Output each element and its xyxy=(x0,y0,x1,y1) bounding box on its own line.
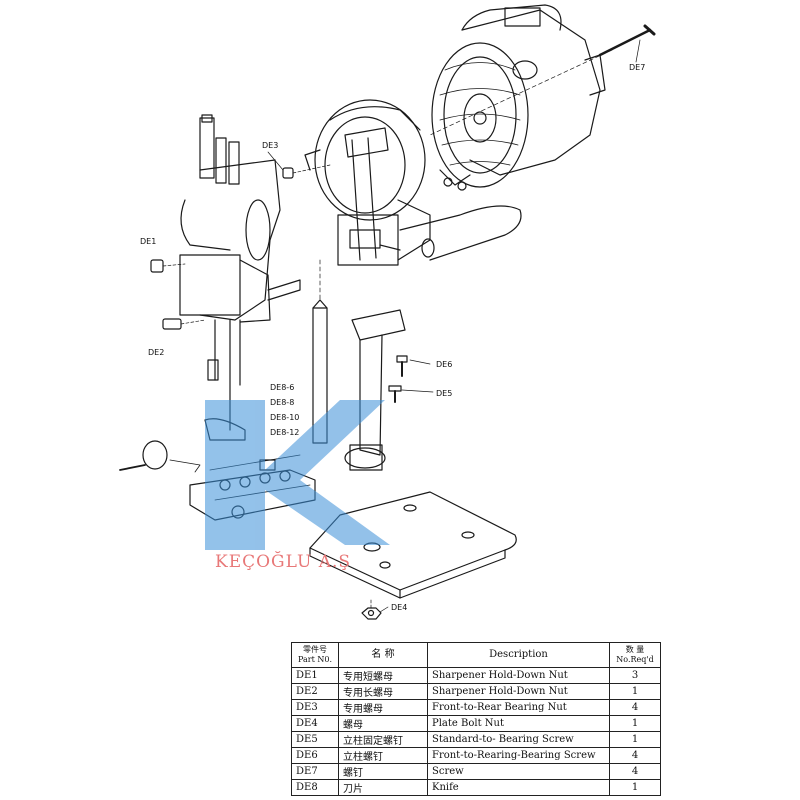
de5-screw xyxy=(388,385,402,403)
watermark-text: KEÇOĞLU A.Ş xyxy=(215,551,351,572)
upright-column xyxy=(179,114,301,431)
parts-table: 零件号 Part N0. 名 称 Description 数 量 No.Req'… xyxy=(291,642,661,796)
header-description: Description xyxy=(427,642,610,668)
callout-de4: DE4 xyxy=(391,603,407,612)
callout-de1: DE1 xyxy=(140,237,156,246)
exploded-view-diagram: DE3 DE1 DE2 DE7 DE6 DE5 DE4 DE8-6 DE8-8 … xyxy=(119,4,656,620)
table-row: DE4 螺母 Plate Bolt Nut 1 xyxy=(291,715,661,732)
callout-de8-12: DE8-12 xyxy=(270,428,299,437)
table-row: DE6 立柱螺钉 Front-to-Rearing-Bearing Screw … xyxy=(291,747,661,764)
table-row: DE7 螺钉 Screw 4 xyxy=(291,763,661,780)
de6-screw xyxy=(396,355,408,377)
bearing-housing xyxy=(304,99,522,266)
leader-lines xyxy=(267,39,641,613)
table-row: DE2 专用长螺母 Sharpener Hold-Down Nut 1 xyxy=(291,683,661,700)
de3-nut xyxy=(282,164,331,179)
de4-nut xyxy=(361,599,382,620)
callout-de6: DE6 xyxy=(436,360,452,369)
standard-column xyxy=(344,309,406,471)
header-part-no: 零件号 Part N0. xyxy=(291,642,339,668)
base-plate xyxy=(309,491,517,599)
table-header-row: 零件号 Part N0. 名 称 Description 数 量 No.Req'… xyxy=(291,642,661,668)
motor xyxy=(431,4,606,191)
table-row: DE3 专用螺母 Front-to-Rear Bearing Nut 4 xyxy=(291,699,661,716)
header-name: 名 称 xyxy=(338,642,428,668)
callout-de3: DE3 xyxy=(262,141,278,150)
table-row: DE5 立柱固定螺钉 Standard-to- Bearing Screw 1 xyxy=(291,731,661,748)
header-qty: 数 量 No.Req'd xyxy=(609,642,661,668)
watermark-logo xyxy=(205,400,390,550)
callout-de7: DE7 xyxy=(629,63,645,72)
de1-nut xyxy=(150,259,186,273)
table-row: DE8 刀片 Knife 1 xyxy=(291,779,661,796)
callout-de8-8: DE8-8 xyxy=(270,398,294,407)
de7-screw xyxy=(429,24,656,136)
table-row: DE1 专用短螺母 Sharpener Hold-Down Nut 3 xyxy=(291,667,661,684)
callout-de2: DE2 xyxy=(148,348,164,357)
callout-de8-10: DE8-10 xyxy=(270,413,299,422)
callout-de5: DE5 xyxy=(436,389,452,398)
callout-de8-6: DE8-6 xyxy=(270,383,294,392)
de2-nut xyxy=(162,318,206,330)
